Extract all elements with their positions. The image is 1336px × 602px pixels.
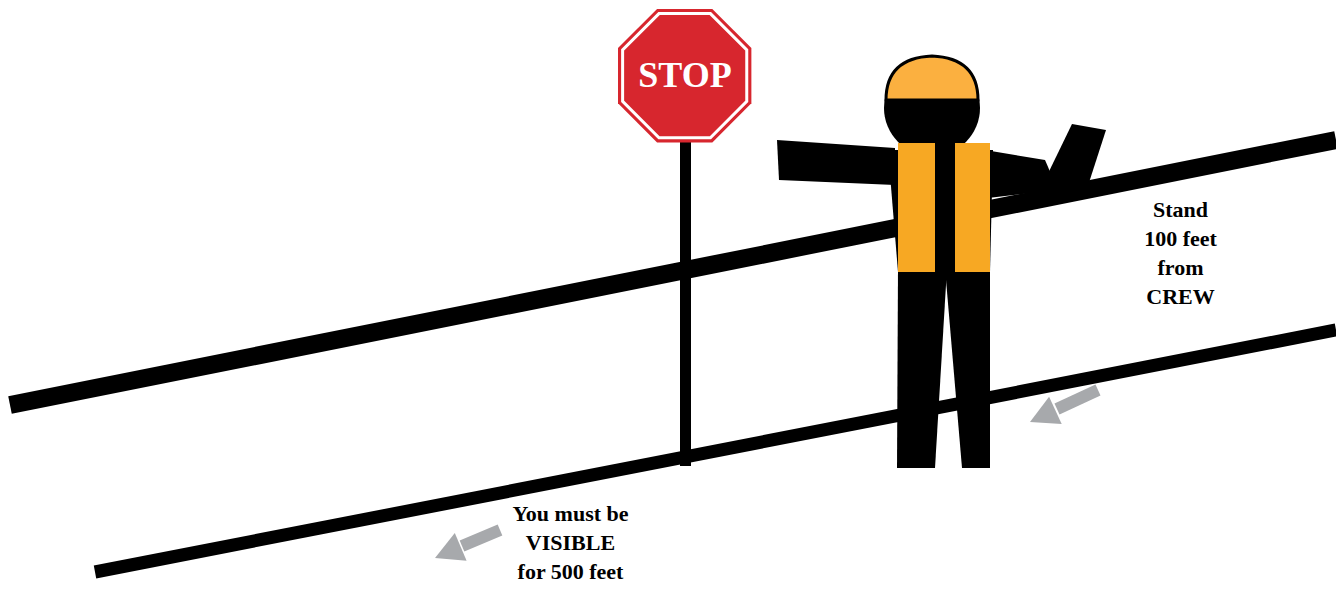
pointer-arrow xyxy=(1030,397,1062,424)
flagger-arm xyxy=(777,140,895,185)
safety-vest xyxy=(898,143,935,272)
sign-text: STOP xyxy=(638,56,731,96)
hard-hat xyxy=(886,56,978,100)
instruction-label: Stand 100 feet from CREW xyxy=(1138,195,1223,311)
safety-vest xyxy=(955,143,990,272)
sign-face xyxy=(618,9,751,142)
sign-post xyxy=(680,138,691,466)
pointer-arrow xyxy=(1057,390,1098,409)
sign-border xyxy=(623,14,747,138)
pointer-arrow xyxy=(462,530,500,546)
label-holder: Stand 100 feet from CREW xyxy=(1138,195,1223,311)
flagger-hand xyxy=(1040,124,1106,198)
label-holder: You must be VISIBLE for 500 feet xyxy=(510,499,631,586)
stop-sign: STOP xyxy=(618,9,751,142)
pointer-arrow xyxy=(435,533,467,561)
instruction-label: You must be VISIBLE for 500 feet xyxy=(510,499,631,586)
flagger-leg xyxy=(897,268,947,468)
rail xyxy=(95,330,1336,572)
flagger-leg xyxy=(945,268,990,468)
